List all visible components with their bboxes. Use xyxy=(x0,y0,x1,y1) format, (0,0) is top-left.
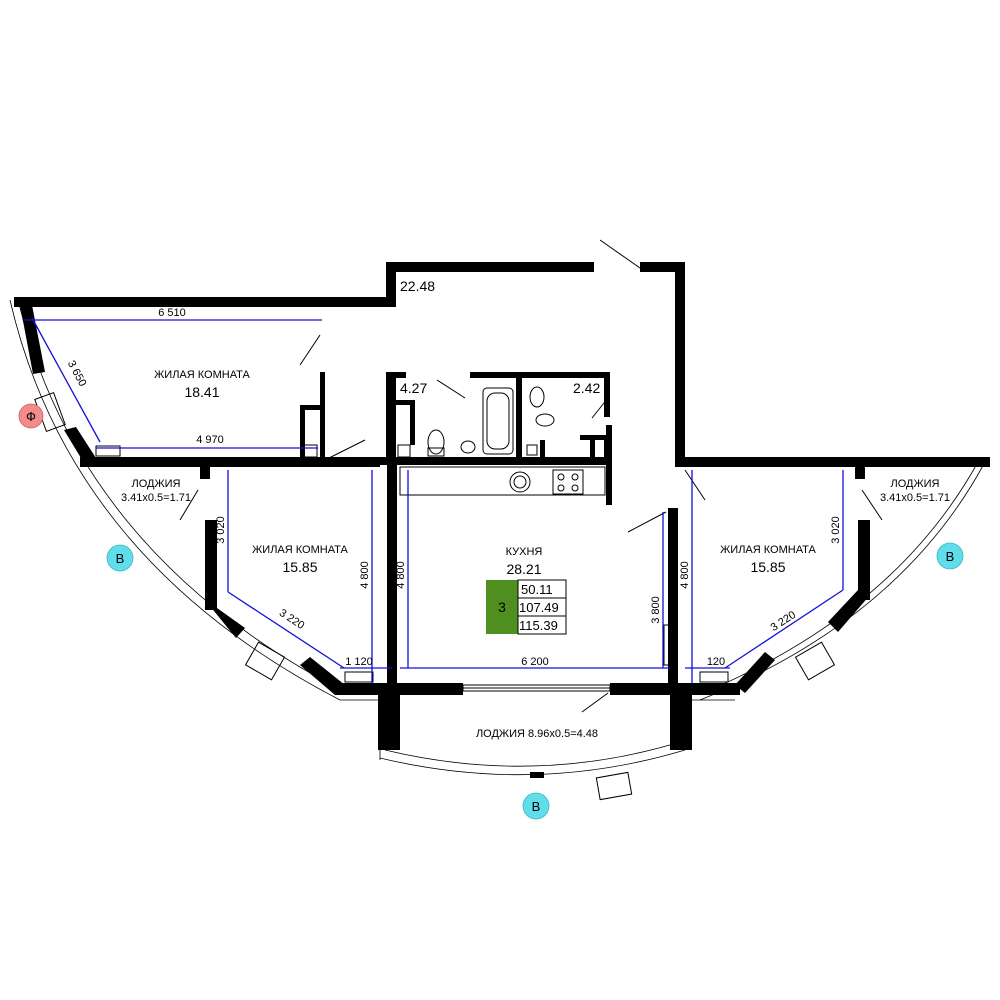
apartment-summary: 3 50.11 107.49 115.39 xyxy=(486,579,567,635)
dim-120: 120 xyxy=(707,656,725,668)
dim-3220-right: 3 220 xyxy=(769,609,799,634)
dim-4800-b: 4 800 xyxy=(395,561,407,589)
dim-3220-left: 3 220 xyxy=(277,607,307,632)
dim-4970: 4 970 xyxy=(196,434,224,446)
dim-6200: 6 200 xyxy=(521,656,549,668)
left-bedroom-area: 15.85 xyxy=(282,559,317,575)
facade-badge-v-left: В xyxy=(106,544,134,572)
dim-6510: 6 510 xyxy=(158,307,186,319)
rooms-count-box xyxy=(486,580,518,634)
svg-text:Ф: Ф xyxy=(26,409,36,424)
left-loggia-label: ЛОДЖИЯ xyxy=(132,478,181,490)
facade-badge-f: Ф xyxy=(18,403,44,429)
rooms-count: 3 xyxy=(498,599,506,615)
dim-3020-right: 3 020 xyxy=(830,516,842,544)
total-with-loggia: 115.39 xyxy=(519,618,558,633)
right-loggia-label: ЛОДЖИЯ xyxy=(891,478,940,490)
right-bedroom-area: 15.85 xyxy=(750,559,785,575)
left-room-label: ЖИЛАЯ КОМНАТА xyxy=(154,369,250,381)
bath-area: 4.27 xyxy=(400,380,427,396)
right-loggia-formula: 3.41x0.5=1.71 xyxy=(880,492,950,504)
left-loggia-formula: 3.41x0.5=1.71 xyxy=(121,492,191,504)
svg-text:В: В xyxy=(532,799,541,814)
bottom-loggia-label: ЛОДЖИЯ 8.96x0.5=4.48 xyxy=(476,728,598,740)
hall-area: 22.48 xyxy=(400,278,435,294)
kitchen-area: 28.21 xyxy=(506,561,541,577)
dim-4800-a: 4 800 xyxy=(359,561,371,589)
wc-area: 2.42 xyxy=(573,380,600,396)
left-room-area: 18.41 xyxy=(184,384,219,400)
dimension-lines xyxy=(24,317,844,683)
total-area: 107.49 xyxy=(519,600,559,615)
dim-3800: 3 800 xyxy=(650,596,662,624)
left-bedroom-label: ЖИЛАЯ КОМНАТА xyxy=(252,544,348,556)
dim-4800-c: 4 800 xyxy=(679,561,691,589)
facade-badge-v-right: В xyxy=(936,542,964,570)
svg-text:В: В xyxy=(946,549,955,564)
dim-1120: 1 120 xyxy=(345,656,373,668)
kitchen-label: КУХНЯ xyxy=(506,546,543,558)
walls xyxy=(14,262,990,778)
fixtures xyxy=(34,239,883,801)
right-bedroom-label: ЖИЛАЯ КОМНАТА xyxy=(720,544,816,556)
living-area: 50.11 xyxy=(521,582,553,597)
svg-text:В: В xyxy=(116,551,125,566)
dim-3020-left: 3 020 xyxy=(215,516,227,544)
facade-badge-v-bottom: В xyxy=(522,792,550,820)
